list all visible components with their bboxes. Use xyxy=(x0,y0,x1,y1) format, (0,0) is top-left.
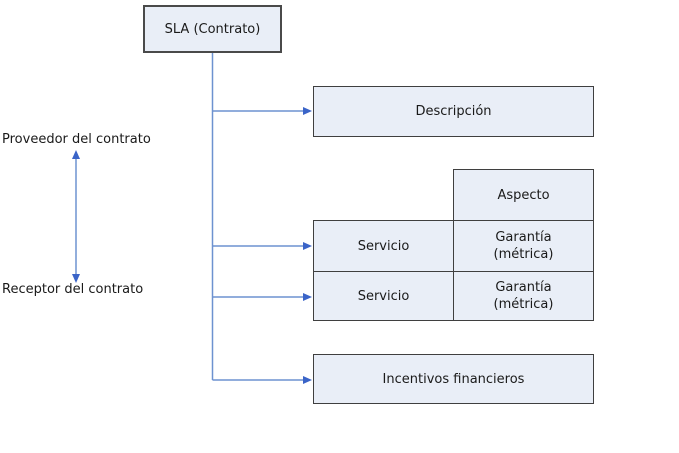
arrow-right-icon xyxy=(303,242,312,250)
arrow-right-icon xyxy=(303,293,312,301)
node-garantia-2-line2: (métrica) xyxy=(493,297,554,312)
node-incentivos-financieros: Incentivos financieros xyxy=(313,354,594,404)
node-garantia-2: Garantía (métrica) xyxy=(453,271,594,321)
node-servicio-2: Servicio xyxy=(313,271,454,321)
label-proveedor-del-contrato: Proveedor del contrato xyxy=(2,132,151,147)
node-descripcion-label: Descripción xyxy=(415,104,492,119)
node-garantia-1: Garantía (métrica) xyxy=(453,220,594,272)
node-garantia-1-line1: Garantía xyxy=(495,230,552,245)
node-incentivos-financieros-label: Incentivos financieros xyxy=(382,371,525,387)
label-receptor-del-contrato: Receptor del contrato xyxy=(2,282,144,297)
arrow-right-icon xyxy=(303,107,312,115)
node-aspecto-label: Aspecto xyxy=(497,187,550,203)
node-servicio-1-label: Servicio xyxy=(357,238,410,254)
node-garantia-1-line2: (métrica) xyxy=(493,247,554,262)
node-garantia-2-line1: Garantía xyxy=(495,280,552,295)
node-descripcion: Descripción xyxy=(313,86,594,137)
arrow-right-icon xyxy=(303,376,312,384)
node-sla-contrato: SLA (Contrato) xyxy=(143,5,282,53)
node-servicio-2-label: Servicio xyxy=(357,288,410,304)
node-aspecto: Aspecto xyxy=(453,169,594,221)
node-sla-contrato-label: SLA (Contrato) xyxy=(164,21,261,37)
arrow-up-icon xyxy=(72,150,80,159)
node-servicio-1: Servicio xyxy=(313,220,454,272)
